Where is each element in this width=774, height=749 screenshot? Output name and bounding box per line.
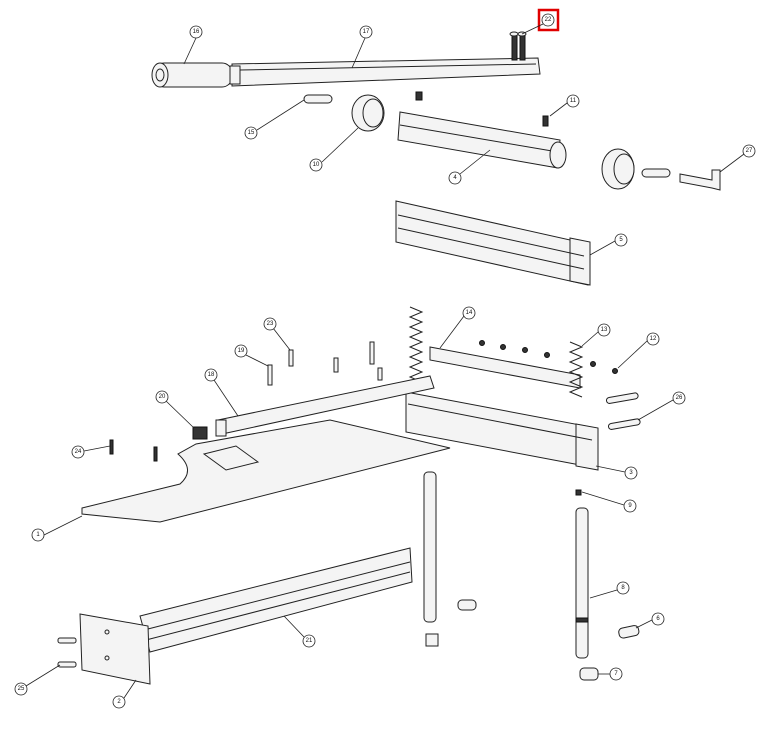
part-pin-right	[641, 168, 671, 178]
part-spring-right	[568, 341, 584, 398]
part-spring-left	[408, 306, 424, 388]
callout-18: 18	[204, 368, 239, 417]
part-square-rail	[215, 375, 435, 437]
callout-label: 15	[248, 130, 255, 136]
callout-9: 9	[581, 491, 637, 513]
callout-label: 4	[453, 175, 457, 181]
part-screws-24	[109, 439, 158, 462]
callout-label: 20	[159, 394, 166, 400]
callout-2: 2	[112, 679, 137, 709]
highlight-box	[537, 8, 560, 32]
part-blade-plate	[429, 346, 581, 389]
callout-label: 16	[193, 29, 200, 35]
callout-23: 23	[263, 317, 291, 351]
callout-10: 10	[309, 127, 359, 172]
part-upper-housing	[397, 91, 567, 169]
callout-12: 12	[617, 332, 660, 369]
callout-19: 19	[234, 344, 269, 367]
callout-14: 14	[439, 306, 476, 349]
callout-label: 7	[614, 671, 618, 677]
callout-label: 1	[36, 532, 40, 538]
callout-label: 12	[650, 336, 657, 342]
callout-5: 5	[589, 233, 628, 256]
callout-label: 18	[208, 372, 215, 378]
callout-label: 25	[18, 686, 25, 692]
part-post-right	[575, 489, 640, 681]
callout-15: 15	[244, 99, 305, 140]
part-screws-19-23	[267, 341, 383, 386]
callout-21: 21	[283, 615, 316, 648]
callout-24: 24	[71, 445, 111, 459]
callout-label: 24	[75, 449, 82, 455]
callout-label: 6	[656, 616, 660, 622]
callout-26: 26	[637, 391, 686, 421]
callout-label: 19	[238, 348, 245, 354]
part-blade-channel	[395, 200, 591, 286]
callout-1: 1	[31, 515, 83, 542]
callout-label: 17	[363, 29, 370, 35]
part-end-plate	[79, 613, 151, 685]
callout-label: 23	[267, 321, 274, 327]
callout-6: 6	[635, 612, 665, 629]
callout-label: 3	[629, 470, 633, 476]
callout-17: 17	[351, 25, 373, 69]
callout-7: 7	[598, 667, 623, 681]
callout-13: 13	[581, 323, 611, 347]
callout-label: 26	[676, 395, 683, 401]
callout-label: 13	[601, 327, 608, 333]
callout-25: 25	[14, 664, 61, 696]
part-bushing-ring-left	[351, 94, 385, 132]
part-handle-grip	[151, 62, 233, 88]
callout-22: 22	[521, 13, 555, 35]
part-clamp-block	[192, 426, 208, 440]
part-bolts-pair	[509, 31, 527, 61]
callout-label: 21	[306, 638, 313, 644]
callout-3: 3	[595, 465, 638, 480]
part-handle-bar	[229, 57, 541, 87]
callout-label: 22	[545, 17, 552, 23]
callout-label: 9	[628, 503, 632, 509]
callout-label: 14	[466, 310, 473, 316]
callout-label: 27	[746, 148, 753, 154]
part-l-handle	[679, 169, 721, 191]
part-pins-26	[605, 392, 641, 430]
part-base-plate	[81, 419, 451, 523]
callout-label: 2	[117, 699, 121, 705]
callout-16: 16	[183, 25, 203, 65]
part-angle-bar	[139, 547, 413, 653]
callout-20: 20	[155, 390, 195, 429]
part-post-middle	[423, 471, 477, 647]
part-screws-25	[57, 637, 77, 668]
part-bushing-ring-right	[601, 148, 635, 190]
callout-label: 10	[313, 162, 320, 168]
part-pin-15	[303, 94, 333, 104]
part-screws-row	[479, 340, 618, 374]
callout-4: 4	[448, 149, 491, 185]
callout-label: 11	[570, 98, 577, 104]
callout-11: 11	[549, 94, 580, 117]
part-lower-channel	[405, 391, 599, 471]
callout-27: 27	[719, 144, 756, 173]
callout-label: 8	[621, 585, 625, 591]
callout-8: 8	[589, 581, 630, 599]
callout-label: 5	[619, 237, 623, 243]
